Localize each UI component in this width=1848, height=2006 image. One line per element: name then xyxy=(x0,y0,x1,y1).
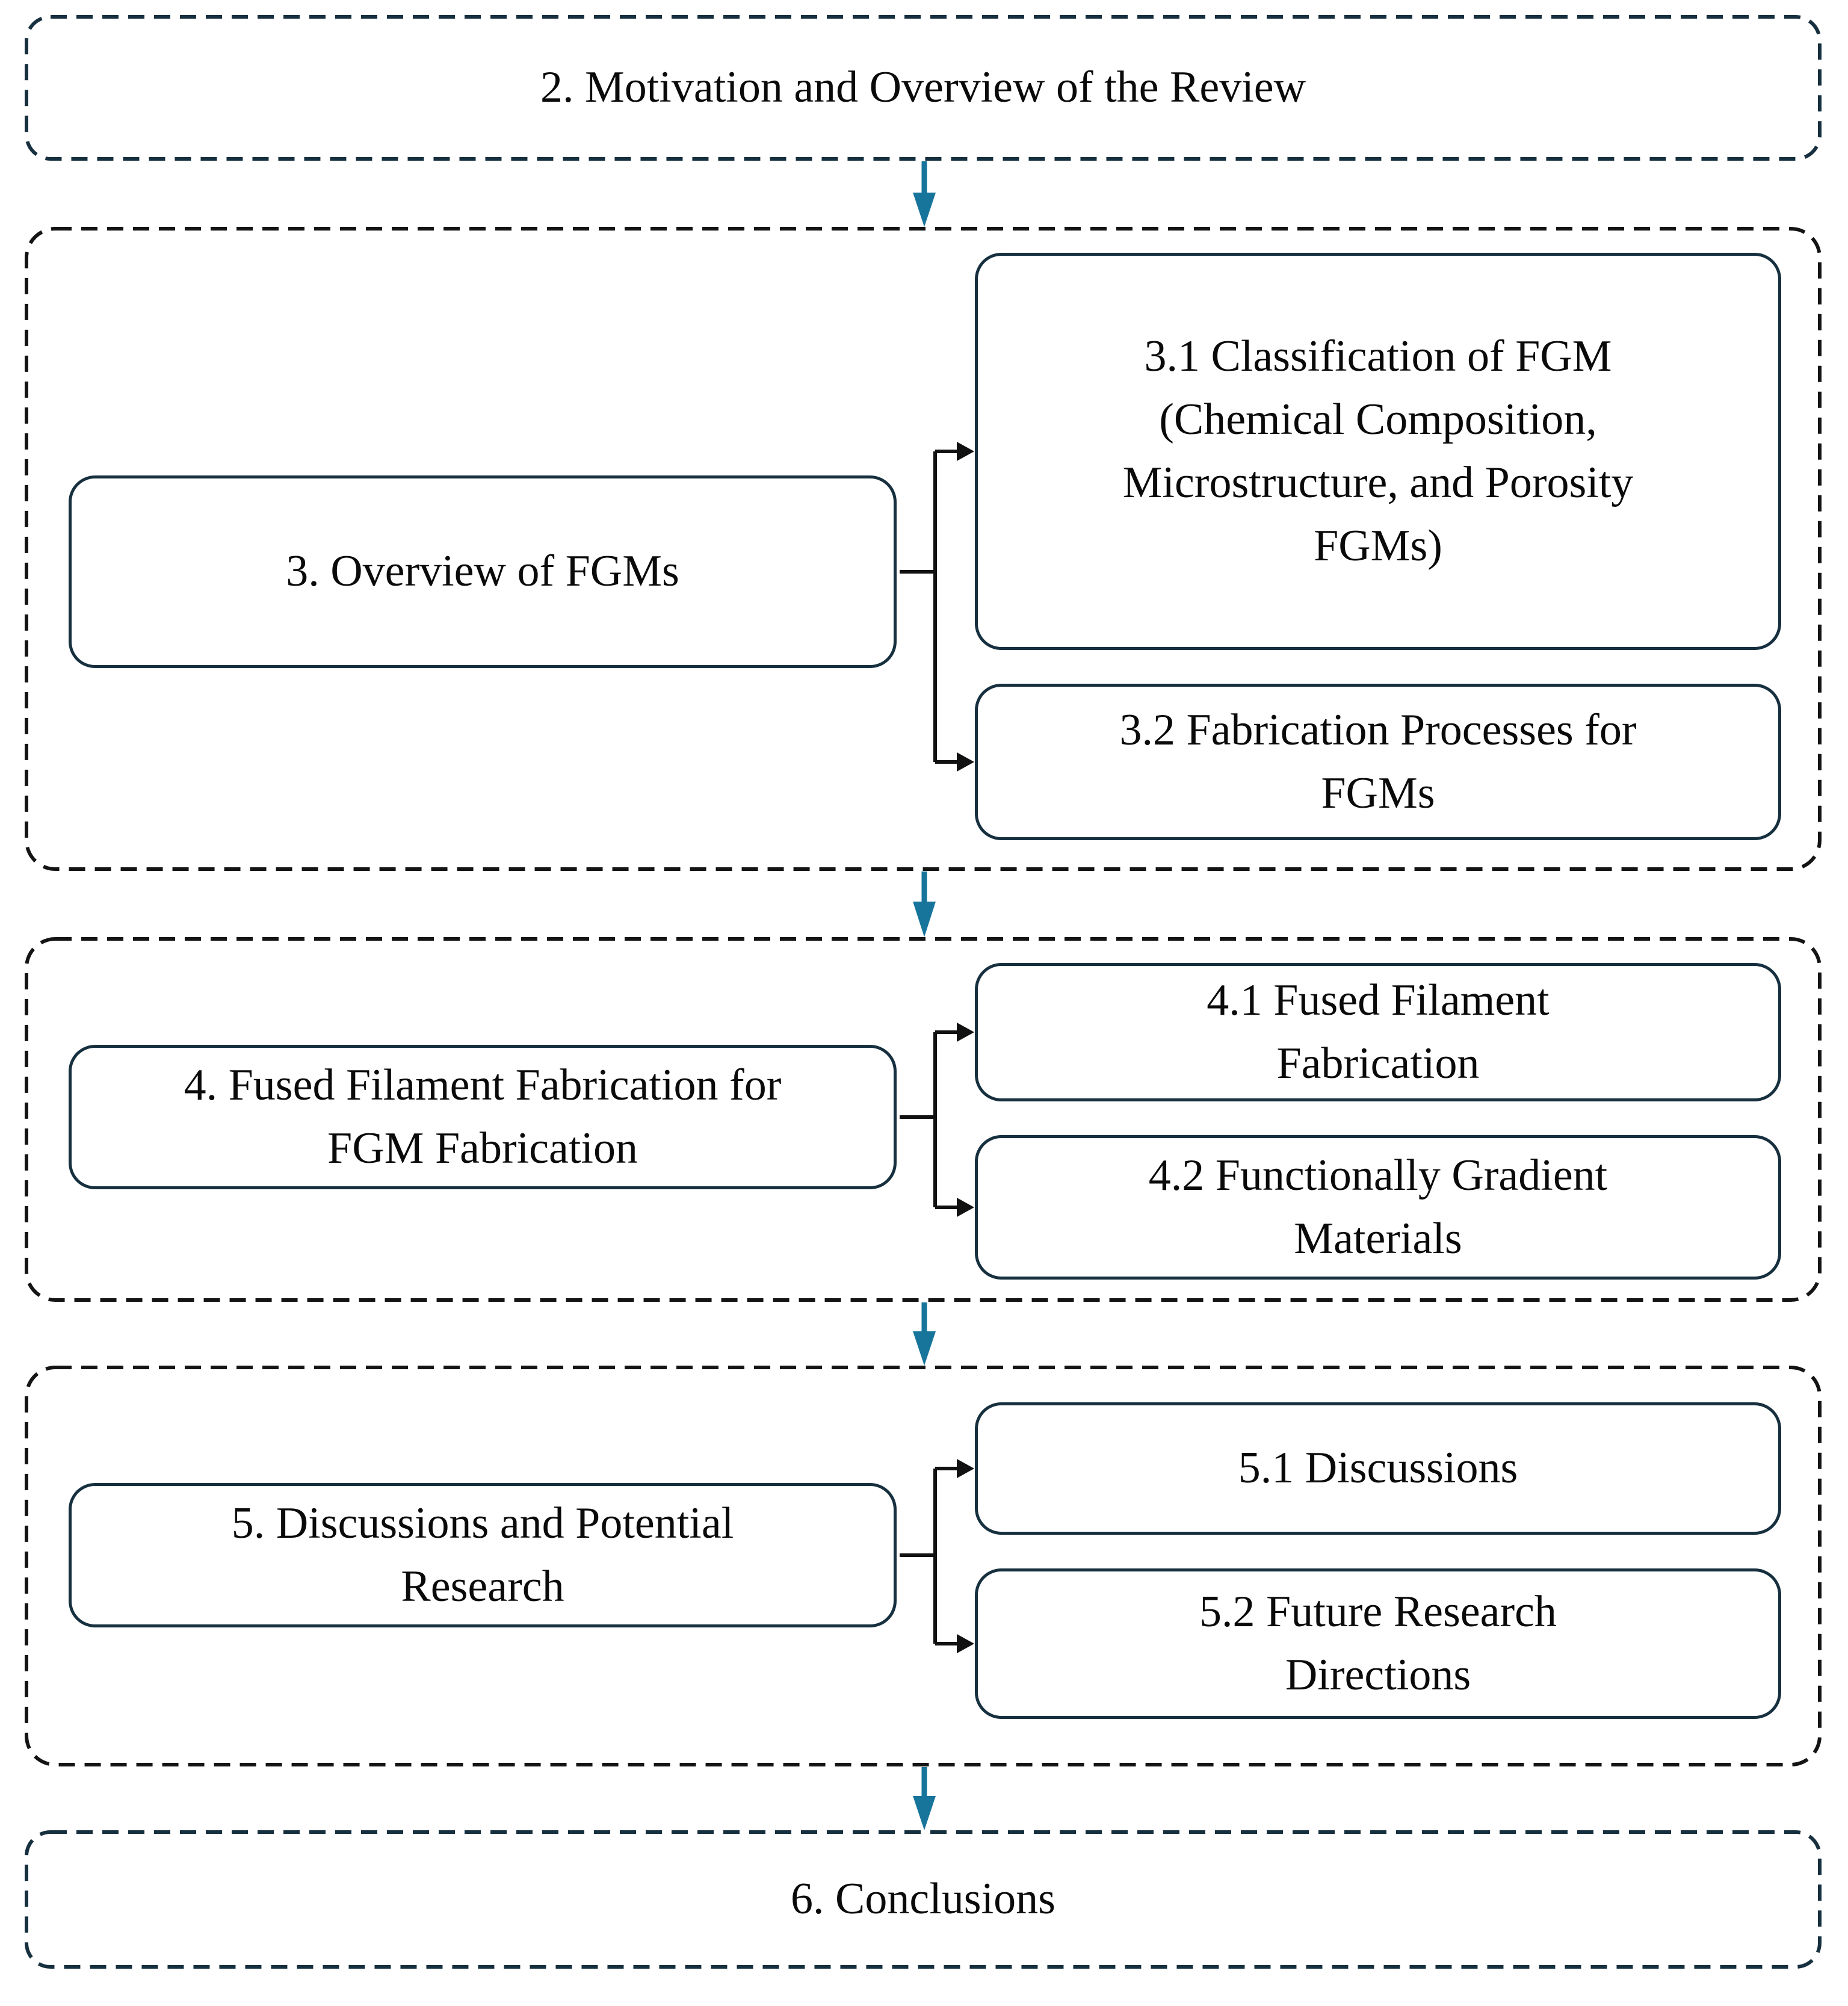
down-arrow-icon xyxy=(913,161,936,227)
node-5-2-future-research: 5.2 Future Research Directions xyxy=(975,1568,1781,1719)
connector-arrowhead-icon xyxy=(957,1023,974,1042)
node-4-fff-for-fgm: 4. Fused Filament Fabrication for FGM Fa… xyxy=(69,1045,897,1189)
node-label: 5. Discussions and Potential Research xyxy=(231,1498,734,1611)
branch-connector-section5 xyxy=(900,1467,957,1645)
node-label: 5.2 Future Research Directions xyxy=(1199,1587,1557,1700)
node-label: 6. Conclusions xyxy=(791,1874,1055,1924)
node-label: 3. Overview of FGMs xyxy=(286,546,679,596)
node-5-discussions-potential: 5. Discussions and Potential Research xyxy=(69,1483,897,1627)
node-6-conclusions: 6. Conclusions xyxy=(26,1832,1820,1967)
node-4-2-functionally-gradient: 4.2 Functionally Gradient Materials xyxy=(975,1135,1781,1280)
node-3-2-fabrication-processes: 3.2 Fabrication Processes for FGMs xyxy=(975,684,1781,840)
connector-arrowhead-icon xyxy=(957,752,974,772)
down-arrow-icon xyxy=(913,1767,936,1830)
node-label: 4. Fused Filament Fabrication for FGM Fa… xyxy=(184,1060,782,1173)
node-label: 2. Motivation and Overview of the Review xyxy=(540,63,1306,113)
node-label: 5.1 Discussions xyxy=(1238,1443,1518,1493)
branch-connector-section4 xyxy=(900,1030,957,1209)
node-label: 4.2 Functionally Gradient Materials xyxy=(1148,1150,1608,1263)
connector-arrowhead-icon xyxy=(957,1459,974,1478)
branch-connector-section3 xyxy=(900,450,957,764)
node-4-1-fused-filament: 4.1 Fused Filament Fabrication xyxy=(975,963,1781,1101)
node-3-1-classification: 3.1 Classification of FGM (Chemical Comp… xyxy=(975,253,1781,650)
connector-arrowhead-icon xyxy=(957,1198,974,1217)
node-2-motivation: 2. Motivation and Overview of the Review xyxy=(26,17,1820,159)
down-arrow-icon xyxy=(913,1302,936,1366)
node-3-overview-fgms: 3. Overview of FGMs xyxy=(69,475,897,668)
node-5-1-discussions: 5.1 Discussions xyxy=(975,1402,1781,1535)
node-label: 3.2 Fabrication Processes for FGMs xyxy=(1119,705,1637,818)
node-label: 4.1 Fused Filament Fabrication xyxy=(1207,975,1550,1088)
node-label: 3.1 Classification of FGM (Chemical Comp… xyxy=(1122,331,1634,571)
down-arrow-icon xyxy=(913,871,936,937)
connector-arrowhead-icon xyxy=(957,1634,974,1653)
connector-arrowhead-icon xyxy=(957,442,974,461)
